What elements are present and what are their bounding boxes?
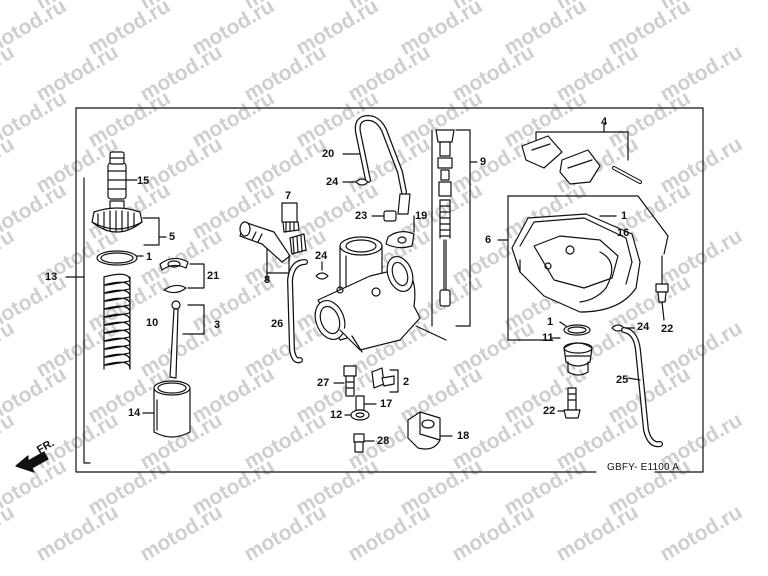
callout-1: 1 [547,316,554,328]
front-arrow-icon [15,451,49,473]
throttle-valve-part [153,380,191,438]
cable-adjuster-part [107,151,127,200]
callout-13: 13 [45,271,58,283]
callout-22: 22 [543,405,556,417]
callout-1: 1 [621,210,628,222]
callout-15: 15 [137,175,150,187]
drain-fitting-part [563,342,593,376]
callout-17: 17 [380,398,393,410]
drain-plug-part [353,433,365,453]
callout-27: 27 [317,377,330,389]
callout-26: 26 [271,318,284,330]
callout-1: 1 [146,251,153,263]
top-cap-part [91,200,143,233]
choke-plunger-part [435,129,455,307]
callout-9: 9 [480,156,487,168]
jet-needle-part [169,300,181,379]
bowl-screw-part [655,255,669,303]
callout-16: 16 [617,227,630,239]
callout-25: 25 [616,374,629,386]
diagram-code: GBFY- E1100 A [607,462,680,473]
carburetor-body-part [314,236,421,353]
callout-20: 20 [322,148,335,160]
float-part [407,411,441,450]
callout-10: 10 [146,317,159,329]
drain-screw-part [563,387,581,419]
callout-7: 7 [285,190,292,202]
needle-jet-holder-part [343,365,357,397]
main-jet-part [350,395,370,421]
callout-12: 12 [330,409,343,421]
needle-clip-part [159,257,189,294]
callout-22: 22 [661,323,674,335]
callout-3: 3 [214,319,221,331]
pilot-jet-part [371,367,395,389]
air-screw-part [239,221,291,263]
float-valve-part [521,135,642,185]
callout-24: 24 [326,176,339,188]
callout-11: 11 [542,332,554,344]
callout-28: 28 [377,435,390,447]
callout-24: 24 [637,321,650,333]
idle-screw-part [282,221,307,255]
callout-5: 5 [169,231,176,243]
callout-2: 2 [403,376,410,388]
float-bowl-part [511,213,641,313]
callout-4: 4 [601,116,608,128]
callout-8: 8 [264,274,271,286]
callout-14: 14 [128,407,141,419]
callout-18: 18 [457,430,470,442]
callout-23: 23 [355,210,368,222]
callout-6: 6 [485,234,492,246]
throttle-spring-part [103,273,131,370]
diagram-frame [75,107,704,473]
callout-19: 19 [415,210,428,222]
callout-24: 24 [315,250,328,262]
callout-21: 21 [207,270,220,282]
